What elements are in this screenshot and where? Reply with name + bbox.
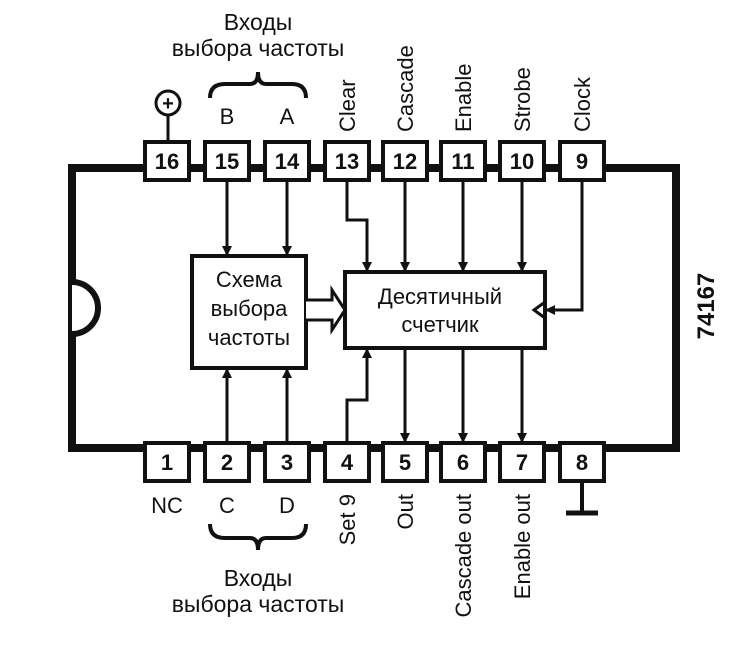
pin-label-out: Out	[393, 494, 418, 529]
top-brace	[208, 71, 308, 99]
pin-number-5: 5	[399, 450, 411, 475]
pin-label-c: C	[219, 493, 235, 518]
signal-wires	[222, 180, 584, 443]
pin-box-13	[323, 140, 371, 182]
pin-label-a: A	[280, 104, 295, 129]
pin-number-6: 6	[457, 450, 469, 475]
bottom-group-title-line1: Входы	[224, 565, 293, 591]
selector-line1: Схема	[216, 267, 283, 292]
pin-box-7	[498, 441, 546, 483]
pin-number-2: 2	[221, 450, 233, 475]
counter-line1: Десятичный	[378, 284, 502, 309]
top-group-title-line2: выбора частоты	[172, 35, 345, 61]
wire-clock	[545, 180, 584, 315]
counter-line2: счетчик	[401, 312, 479, 337]
pin-number-16: 16	[155, 149, 179, 174]
frequency-selector-block	[190, 254, 308, 370]
pin-number-13: 13	[335, 149, 359, 174]
power-plus-symbol: +	[162, 93, 174, 115]
pin-number-14: 14	[275, 149, 300, 174]
pin-label-set9: Set 9	[335, 494, 360, 545]
pin-number-8: 8	[576, 450, 588, 475]
pin-number-3: 3	[281, 450, 293, 475]
pin-label-enable-out: Enable out	[510, 494, 535, 599]
pin-label-cascade-out: Cascade out	[451, 494, 476, 618]
pin-number-11: 11	[451, 149, 474, 174]
selector-line3: частоты	[208, 325, 290, 350]
top-group-title-line1: Входы	[224, 9, 293, 35]
pin-label-b: B	[220, 104, 235, 129]
pin-label-cascade: Cascade	[393, 45, 418, 132]
pin-box-16	[143, 140, 191, 182]
decimal-counter-block	[343, 270, 547, 350]
pin-box-12	[381, 140, 429, 182]
pin-number-1: 1	[161, 450, 173, 475]
clock-edge-symbol	[531, 300, 546, 320]
chip-name: 74167	[693, 273, 720, 340]
bottom-pins: 1 2 3 4 5 6 7 8	[143, 441, 606, 483]
pin-label-strobe: Strobe	[510, 67, 535, 132]
pin-number-15: 15	[215, 149, 239, 174]
pin-box-5	[381, 441, 429, 483]
pin-box-9	[558, 140, 606, 182]
ground-icon	[566, 481, 598, 516]
pin-box-14	[263, 140, 311, 182]
chip-notch	[71, 279, 101, 337]
pin-number-12: 12	[393, 149, 417, 174]
top-pins: 16 15 14 13 12 11 10 9	[143, 140, 606, 182]
pin-label-clock: Clock	[570, 76, 595, 132]
pin-box-4	[323, 441, 371, 483]
pin-number-7: 7	[516, 450, 528, 475]
pin-number-10: 10	[510, 149, 534, 174]
bottom-brace	[208, 523, 308, 551]
pin-label-nc: NC	[151, 493, 183, 518]
pin-box-1	[143, 441, 191, 483]
pin-label-enable: Enable	[451, 63, 476, 132]
pin-box-6	[439, 441, 487, 483]
pin-number-4: 4	[341, 450, 354, 475]
bus-arrow	[306, 284, 347, 336]
pin-label-d: D	[279, 493, 295, 518]
bottom-group-title-line2: выбора частоты	[172, 591, 345, 617]
pin-number-9: 9	[576, 149, 588, 174]
wire-clear	[345, 180, 372, 272]
wire-set9	[345, 348, 372, 443]
selector-line2: выбора	[211, 296, 289, 321]
pin-label-clear: Clear	[335, 79, 360, 132]
